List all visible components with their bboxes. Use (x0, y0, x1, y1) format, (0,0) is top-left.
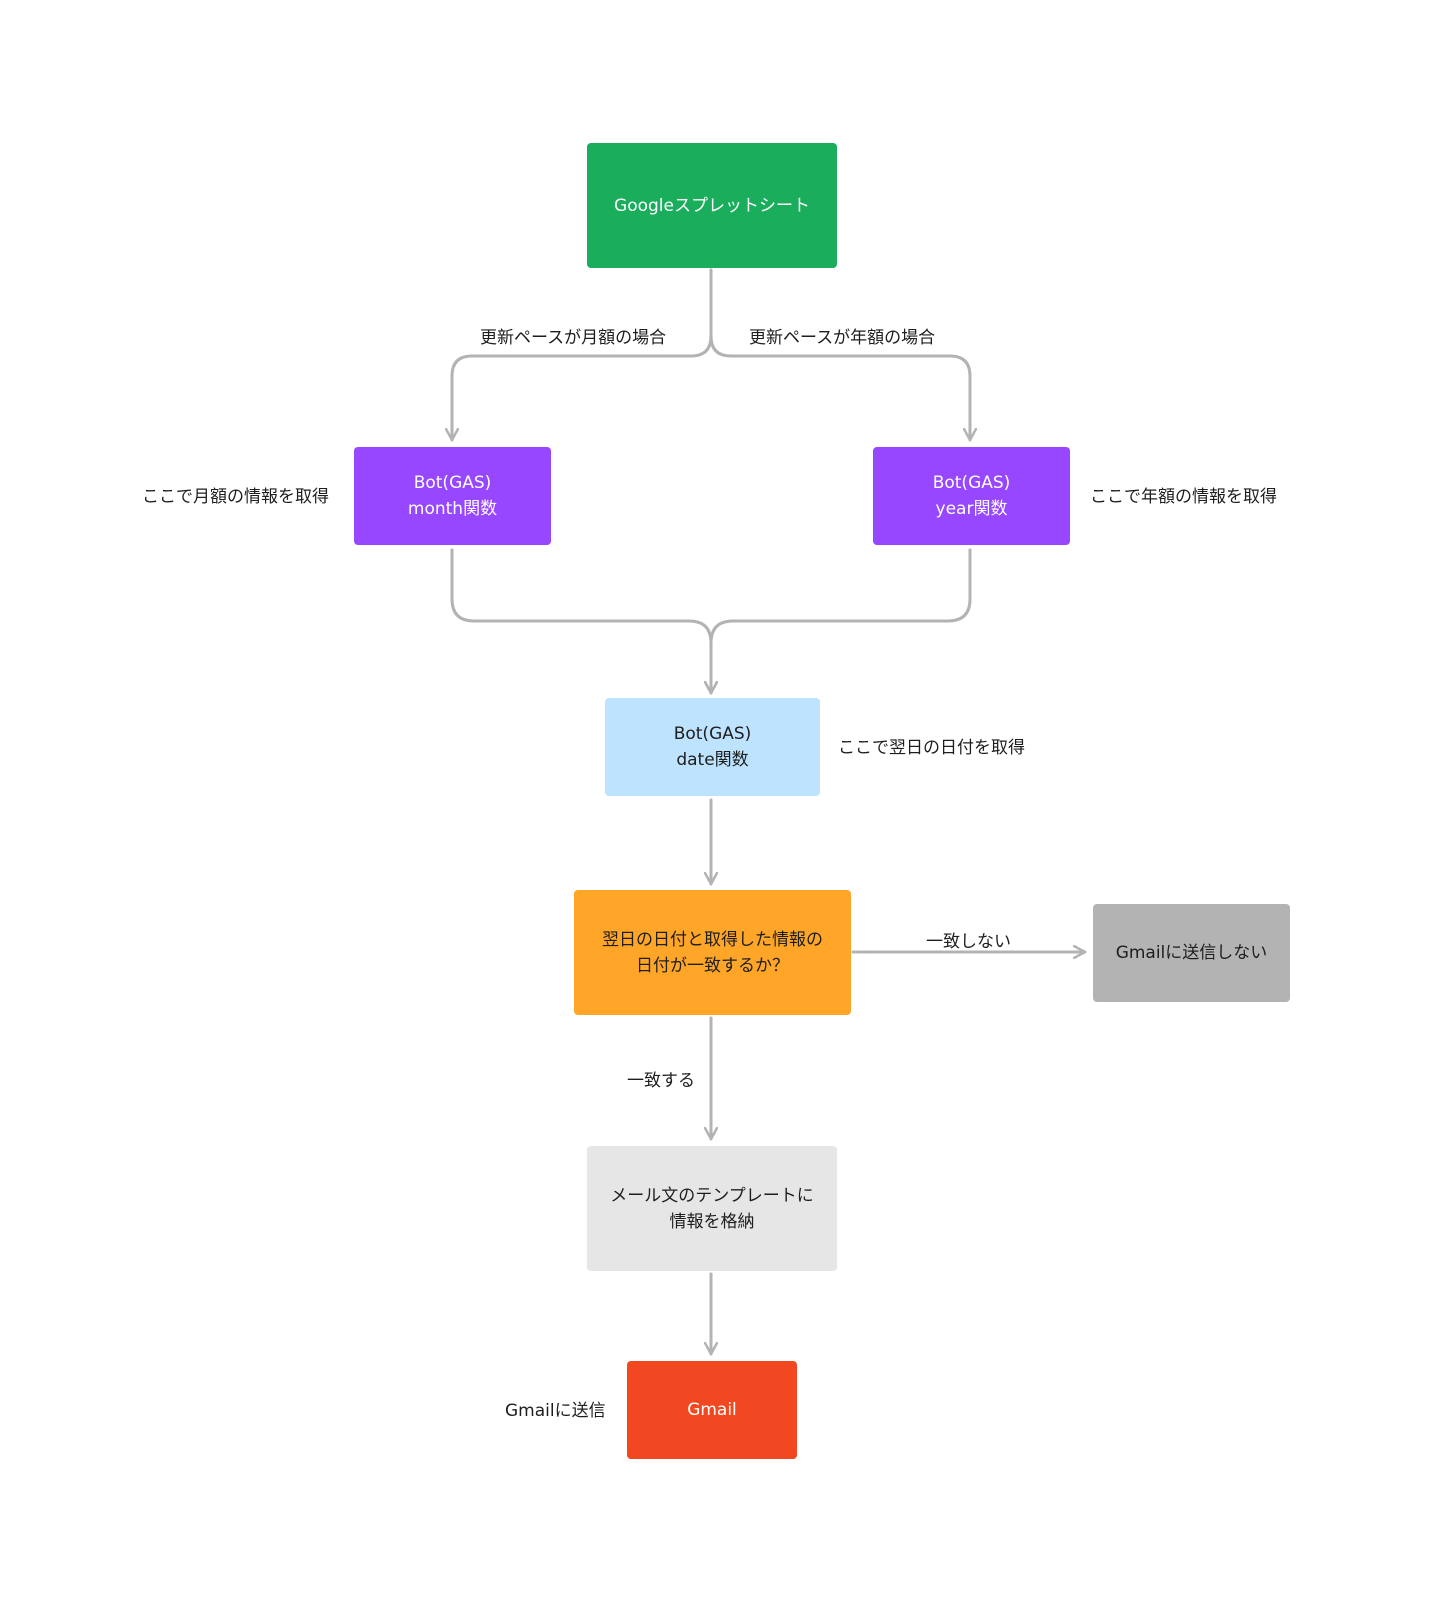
node-bot-year-function: Bot(GAS) year関数 (873, 447, 1070, 545)
node-decision-line1: 翌日の日付と取得した情報の (602, 929, 823, 950)
node-google-spreadsheet-label: Googleスプレットシート (614, 195, 810, 216)
edge-label-no-match: 一致しない (926, 932, 1011, 952)
node-mail-template-line1: メール文のテンプレートに (610, 1185, 814, 1206)
node-bot-month-function: Bot(GAS) month関数 (354, 447, 551, 545)
node-bot-date-function: Bot(GAS) date関数 (605, 698, 820, 796)
connector-year-to-date (711, 548, 972, 695)
connector-sheet-to-year (709, 268, 970, 442)
edge-label-yearly: 更新ペースが年額の場合 (749, 328, 936, 348)
node-bot-year-line1: Bot(GAS) (932, 473, 1011, 493)
node-decision-line2: 日付が一致するか？ (636, 955, 789, 976)
note-gmail: Gmailに送信 (505, 1401, 606, 1421)
node-bot-date-line2: date関数 (676, 750, 749, 770)
node-date-match-decision: 翌日の日付と取得した情報の 日付が一致するか？ (574, 890, 851, 1015)
node-gmail-label: Gmail (687, 1400, 737, 1420)
node-do-not-send-label: Gmailに送信しない (1115, 943, 1268, 963)
node-bot-date-line1: Bot(GAS) (673, 724, 752, 744)
connector-month-to-date (450, 548, 711, 695)
node-do-not-send-gmail: Gmailに送信しない (1093, 904, 1290, 1002)
connector-sheet-to-month (452, 268, 713, 442)
node-gmail: Gmail (627, 1361, 797, 1459)
note-date: ここで翌日の日付を取得 (838, 738, 1025, 758)
node-bot-month-line2: month関数 (407, 499, 498, 519)
edge-label-match: 一致する (627, 1071, 695, 1091)
node-google-spreadsheet: Googleスプレットシート (587, 143, 837, 268)
node-bot-year-line2: year関数 (935, 499, 1008, 519)
node-bot-month-line1: Bot(GAS) (413, 473, 492, 493)
note-year: ここで年額の情報を取得 (1090, 487, 1277, 507)
node-mail-template-line2: 情報を格納 (669, 1211, 755, 1232)
note-month: ここで月額の情報を取得 (142, 487, 329, 507)
node-mail-template: メール文のテンプレートに 情報を格納 (587, 1146, 837, 1271)
edge-label-monthly: 更新ペースが月額の場合 (480, 328, 667, 348)
